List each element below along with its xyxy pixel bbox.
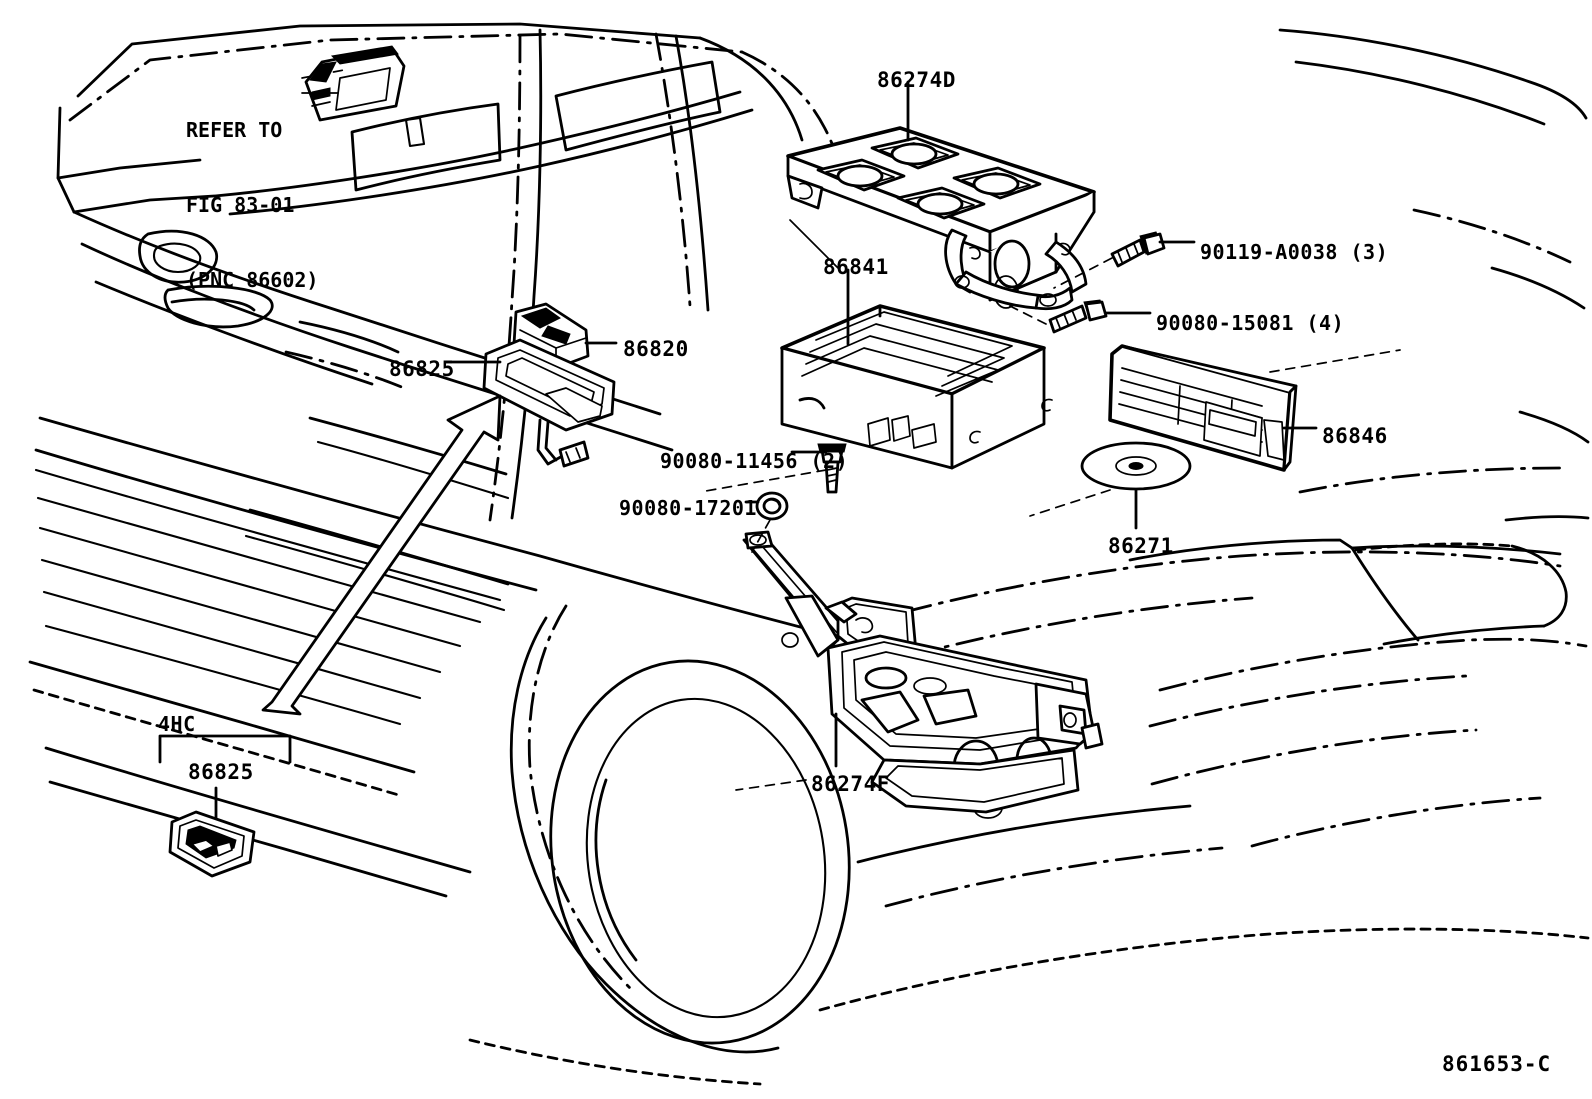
- part-86825-bezel: [482, 338, 616, 468]
- head-unit-display: [304, 45, 406, 122]
- refer-to-line3: (PNC 86602): [186, 268, 319, 292]
- variant-code-4hc: 4HC: [158, 712, 196, 736]
- refer-to-line2: FIG 83-01: [186, 193, 295, 217]
- callout-86820: 86820: [623, 337, 689, 361]
- variant-inset-4hc: [158, 734, 292, 878]
- variant-part-86825: 86825: [188, 760, 254, 784]
- callout-86274f: 86274F: [811, 772, 890, 796]
- fastener-90080-17201: [755, 491, 789, 521]
- part-86274d-bracket: [786, 126, 1096, 311]
- callout-90080-11456: 90080-11456 (2): [660, 449, 849, 473]
- diagram-code: 861653-C: [1442, 1052, 1552, 1076]
- installation-arrow: [261, 394, 502, 716]
- callout-86841: 86841: [823, 255, 889, 279]
- part-86271-disc: [1080, 441, 1192, 491]
- callout-86271: 86271: [1108, 534, 1174, 558]
- refer-to-line1: REFER TO: [186, 118, 283, 142]
- fastener-90080-11456: [817, 443, 847, 494]
- callout-86825: 86825: [389, 357, 455, 381]
- callout-90119-a0038: 90119-A0038 (3): [1200, 240, 1389, 264]
- callout-90080-17201: 90080-17201: [619, 496, 757, 520]
- fastener-90119-a0038: [1110, 231, 1166, 268]
- refer-to-note: REFER TO FIG 83-01 (PNC 86602): [186, 68, 318, 318]
- part-86274f-bracket: [742, 530, 1104, 819]
- callout-86274d: 86274D: [877, 68, 956, 92]
- leader-lines: [301, 69, 1401, 791]
- callout-90080-15081: 90080-15081 (4): [1156, 311, 1345, 335]
- callout-86846: 86846: [1322, 424, 1388, 448]
